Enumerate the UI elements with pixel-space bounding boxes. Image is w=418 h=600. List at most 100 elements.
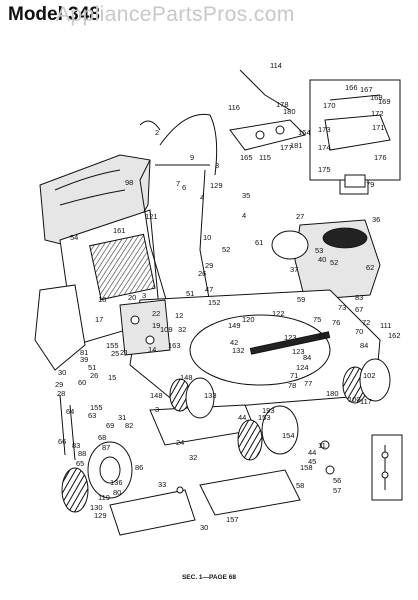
label: 28: [57, 389, 65, 398]
label: 86: [135, 463, 143, 472]
label: 180: [326, 389, 339, 398]
label: 69: [106, 421, 114, 430]
label: 129: [210, 181, 223, 190]
label: 30: [200, 523, 208, 532]
label: 31: [118, 413, 126, 422]
label: 60: [78, 378, 86, 387]
label: 121: [145, 212, 158, 221]
label: 162: [388, 331, 401, 340]
label: 70: [355, 327, 363, 336]
label: 42: [230, 338, 238, 347]
engine: [271, 179, 381, 301]
label: 3: [142, 291, 146, 300]
side-plate: [119, 299, 171, 356]
label: 8: [215, 161, 219, 170]
label: 59: [297, 295, 305, 304]
label: 22: [152, 309, 160, 318]
label: 44: [238, 413, 246, 422]
label: 148: [180, 373, 193, 382]
label: 58: [296, 481, 304, 490]
label: 30: [58, 368, 66, 377]
label: 81: [80, 348, 88, 357]
label: 88: [78, 449, 86, 458]
label: 35: [242, 191, 250, 200]
label: 84: [303, 353, 311, 362]
discharge-chute: [34, 284, 86, 371]
label: 29: [55, 380, 63, 389]
label: 130: [90, 503, 103, 512]
label: 114: [270, 61, 282, 70]
label: 153: [258, 413, 271, 422]
front-skirt: [109, 469, 301, 536]
label: 84: [360, 341, 368, 350]
label: 37: [290, 265, 298, 274]
label: 124: [296, 363, 309, 372]
label: 2: [155, 128, 159, 137]
label: 3: [155, 405, 159, 414]
label: 7: [176, 179, 180, 188]
label: 82: [125, 421, 133, 430]
label: 26: [198, 269, 206, 278]
label: 68: [98, 433, 106, 442]
label: 116: [228, 103, 240, 112]
label: 32: [178, 325, 186, 334]
label: 83: [72, 441, 80, 450]
label: 155: [106, 341, 119, 350]
label: 57: [333, 486, 341, 495]
label: 177: [280, 143, 293, 152]
label: 149: [228, 321, 241, 330]
wheel-rear-left: [169, 377, 215, 419]
label: 169: [378, 97, 391, 106]
label: 62: [366, 263, 374, 272]
label: 152: [208, 298, 221, 307]
label: 51: [88, 363, 96, 372]
label: 11: [318, 441, 326, 450]
label: 52: [330, 258, 338, 267]
label: 73: [338, 303, 346, 312]
label: 165: [240, 153, 253, 162]
label: 87: [102, 443, 110, 452]
label: 120: [242, 315, 255, 324]
label: 157: [226, 515, 239, 524]
control-assembly: [229, 69, 306, 151]
small-parts: [59, 174, 366, 494]
wheel-front-left: [61, 441, 133, 513]
label: 77: [304, 379, 312, 388]
label: 56: [333, 476, 341, 485]
label: 25: [111, 349, 119, 358]
label: 24: [176, 438, 184, 447]
label: 33: [158, 480, 166, 489]
label: 100: [348, 395, 361, 404]
label: 45: [308, 457, 316, 466]
label: 83: [355, 293, 363, 302]
label: 172: [371, 109, 384, 118]
label: 40: [317, 332, 325, 341]
label: 171: [372, 123, 385, 132]
label: 14: [148, 345, 156, 354]
label: 66: [58, 437, 66, 446]
label: 29: [205, 261, 213, 270]
label: 26: [90, 371, 98, 380]
watermark: AppliancePartsPros.com: [56, 3, 295, 26]
label: 40: [318, 255, 326, 264]
label: 4: [200, 193, 204, 202]
label: 170: [323, 101, 336, 110]
label: 167: [360, 85, 373, 94]
label: 72: [362, 318, 370, 327]
label: 10: [203, 233, 211, 242]
label: 15: [108, 373, 116, 382]
label: 51: [186, 289, 194, 298]
label: 133: [204, 391, 217, 400]
label: 53: [315, 246, 323, 255]
callout-labels: 114 116 178 180 166 167 168 169 170 172 …: [55, 61, 401, 532]
label: 115: [259, 153, 271, 162]
detail-inset-bottom: [371, 434, 403, 501]
label: 76: [332, 318, 340, 327]
label: 47: [205, 285, 213, 294]
label: 163: [168, 341, 181, 350]
label: 132: [232, 346, 245, 355]
label: 173: [318, 125, 331, 134]
label: 78: [288, 381, 296, 390]
label: 65: [76, 459, 84, 468]
